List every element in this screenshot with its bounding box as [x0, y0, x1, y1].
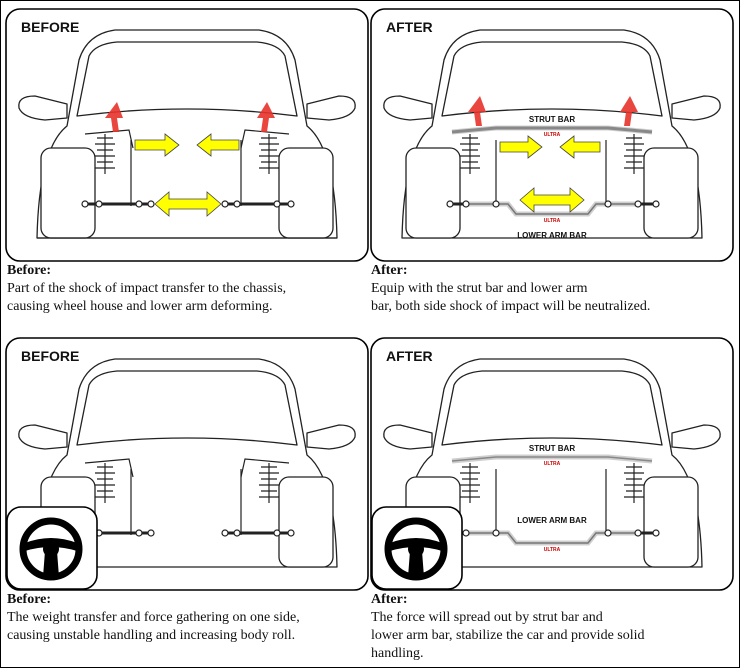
- caption-line: handling.: [371, 646, 424, 661]
- lower-arm-bar: [466, 201, 638, 217]
- strut-bar-label: STRUT BAR: [529, 115, 575, 124]
- caption-title: After:: [371, 592, 408, 607]
- caption-title: After:: [371, 263, 408, 278]
- lower-arm-bar-label: LOWER ARM BAR: [517, 516, 587, 525]
- lower-arm-bar-label: LOWER ARM BAR: [517, 231, 587, 240]
- panel-title: AFTER: [386, 348, 433, 364]
- panel-after-impact: STRUT BAR ULTRA ULTRA LOWER ARM BAR AFTE…: [370, 8, 734, 262]
- caption-line: causing wheel house and lower arm deform…: [7, 299, 273, 314]
- caption-before-handling: Before: The weight transfer and force ga…: [7, 591, 300, 645]
- car-front-illustration: [18, 29, 356, 239]
- caption-after-impact: After: Equip with the strut bar and lowe…: [371, 262, 650, 316]
- caption-line: The force will spread out by strut bar a…: [371, 610, 603, 625]
- panel-before-impact: BEFORE: [5, 8, 369, 262]
- strut-bar-brand: ULTRA: [544, 132, 561, 138]
- panel-after-handling: STRUT BAR ULTRA LOWER ARM BAR ULTRA AFTE…: [370, 337, 734, 591]
- caption-title: Before:: [7, 263, 52, 278]
- caption-line: Equip with the strut bar and lower arm: [371, 281, 588, 296]
- suspension: [81, 458, 295, 537]
- force-arrow-icon: [468, 96, 638, 213]
- lower-arm-bar: [466, 530, 638, 546]
- strut-bar: [451, 125, 653, 135]
- caption-line: Part of the shock of impact transfer to …: [7, 281, 287, 296]
- force-arrow-icon: [105, 102, 275, 217]
- caption-after-handling: After: The force will spread out by stru…: [371, 591, 645, 663]
- car-front-illustration: [383, 29, 721, 239]
- suspension: [81, 129, 295, 208]
- panel-title: BEFORE: [21, 19, 79, 35]
- panel-before-handling: BEFORE: [5, 337, 369, 591]
- caption-line: bar, both side shock of impact will be n…: [371, 299, 651, 314]
- caption-line: causing unstable handling and increasing…: [7, 628, 296, 643]
- caption-line: The weight transfer and force gathering …: [7, 610, 300, 625]
- steering-wheel-icon: [371, 506, 463, 590]
- steering-wheel-icon: [6, 506, 98, 590]
- panel-title: AFTER: [386, 19, 433, 35]
- panel-title: BEFORE: [21, 348, 79, 364]
- strut-bar-label: STRUT BAR: [529, 444, 575, 453]
- caption-before-impact: Before: Part of the shock of impact tran…: [7, 262, 286, 316]
- suspension: [446, 134, 660, 208]
- caption-title: Before:: [7, 592, 52, 607]
- lower-bar-brand: ULTRA: [544, 218, 561, 224]
- caption-line: lower arm bar, stabilize the car and pro…: [371, 628, 645, 643]
- strut-bar-brand: ULTRA: [544, 461, 561, 467]
- strut-bar: [451, 454, 653, 464]
- lower-bar-brand: ULTRA: [544, 547, 561, 553]
